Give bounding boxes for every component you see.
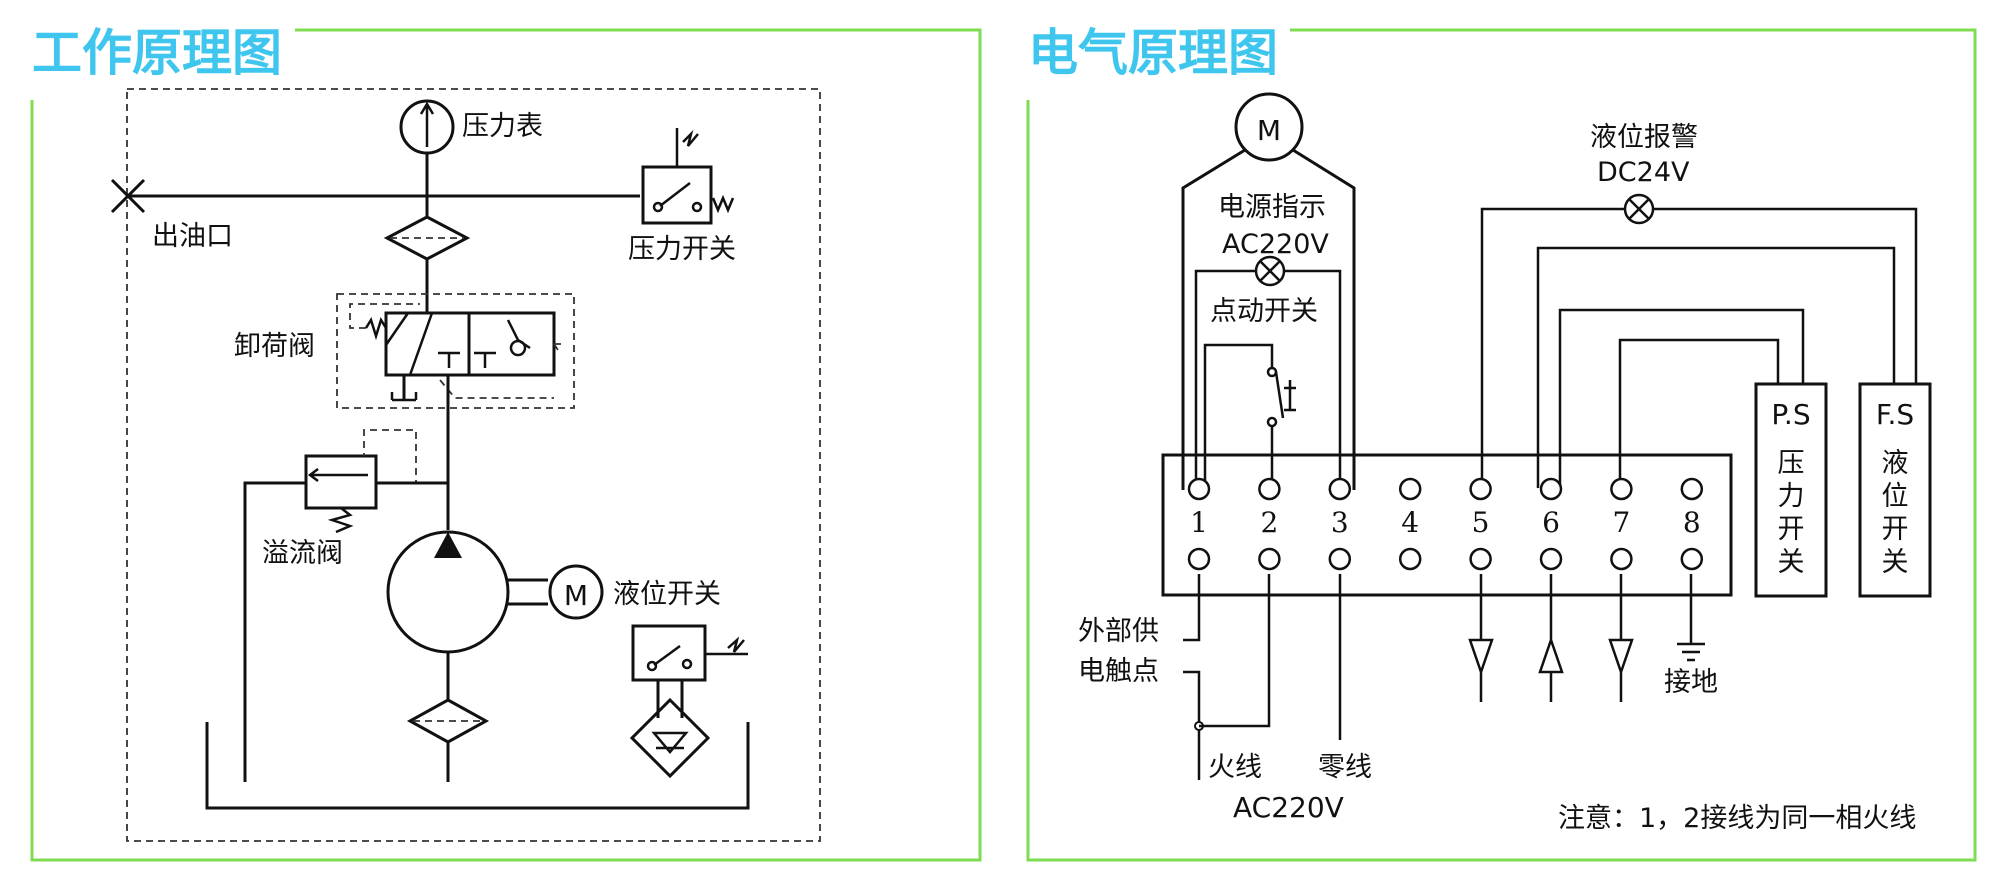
terminal-block [1161, 453, 1733, 597]
gauge-needle [419, 101, 435, 147]
terminal-screw [1539, 477, 1563, 501]
terminal-screw [1328, 547, 1352, 571]
terminal-screw [1680, 547, 1704, 571]
output-arrow-icon [1608, 574, 1634, 702]
pressure-gauge-label: 压力表 [462, 111, 543, 142]
terminal-number: 3 [1331, 506, 1349, 539]
terminal-number: 1 [1190, 506, 1208, 539]
hydraulic-frame [30, 28, 982, 862]
terminal-screw [1469, 477, 1492, 501]
motor-circle-icon [1234, 92, 1304, 162]
external-contact-lead [1183, 574, 1201, 642]
terminal-screw [1469, 547, 1492, 571]
jog-switch-label: 点动开关 [1210, 296, 1318, 327]
terminal-screw [1258, 547, 1281, 571]
terminal-number: 6 [1542, 506, 1560, 539]
ps-label-char: 压 [1778, 448, 1805, 479]
terminal-screw [1258, 477, 1281, 501]
ps-box [1754, 382, 1828, 598]
fs-label-char: 开 [1882, 514, 1909, 545]
motor-letter: M [564, 579, 588, 612]
power-lamp-icon [1254, 255, 1286, 287]
ps-label-char: 关 [1778, 547, 1805, 578]
terminal-number: 7 [1612, 506, 1630, 539]
unloading-valve-label: 卸荷阀 [234, 331, 315, 362]
level-switch-label: 液位开关 [613, 579, 721, 610]
wiring-note: 注意：1，2接线为同一相火线 [1558, 803, 1916, 834]
relief-valve-body [304, 454, 378, 510]
fs-label-char: 位 [1882, 481, 1909, 512]
electrical-frame [1026, 28, 1977, 862]
outlet-label: 出油口 [152, 221, 233, 252]
terminal-number: 8 [1683, 506, 1701, 539]
motor-lead-right [1292, 148, 1356, 490]
level-alarm-label: 液位报警 [1590, 122, 1698, 153]
ground-icon [1677, 574, 1705, 662]
electrical-panel: 电气原理图 M 电源指示 AC220V 点动开关 液位报警 DC24V [1026, 24, 1977, 862]
terminal-screw [1610, 477, 1633, 501]
level-alarm-voltage: DC24V [1597, 157, 1690, 188]
unloading-valve-boundary [336, 293, 575, 409]
relief-return-line [243, 481, 306, 782]
hydraulic-title: 工作原理图 [32, 24, 282, 82]
input-arrow-icon [1538, 574, 1564, 702]
fs-tag: F.S [1876, 398, 1914, 431]
ps-label-char: 力 [1778, 481, 1805, 512]
terminal-screw [1187, 547, 1211, 571]
terminal-screw [1539, 547, 1563, 571]
pump-arrow-icon [434, 532, 462, 558]
fs-label-char: 关 [1882, 547, 1909, 578]
external-contact-label-1: 外部供 [1078, 616, 1159, 647]
ps-label-char: 开 [1778, 514, 1805, 545]
electrical-title: 电气原理图 [1028, 24, 1278, 82]
supply-voltage-label: AC220V [1233, 791, 1344, 824]
terminal-number: 2 [1260, 506, 1278, 539]
terminal-screw [1398, 477, 1422, 501]
float-icon [629, 697, 711, 779]
pressure-switch-box [641, 165, 713, 225]
external-contact-label-2: 电触点 [1078, 656, 1159, 687]
terminal-number: 4 [1401, 506, 1419, 539]
neutral-label: 零线 [1318, 752, 1372, 783]
relief-valve-label: 溢流阀 [262, 538, 343, 569]
tank-boundary [126, 88, 821, 842]
fs-label-char: 液 [1882, 448, 1909, 479]
ps-tag: P.S [1771, 398, 1810, 431]
motor-icon [548, 564, 604, 620]
outlet-cross-icon [110, 178, 146, 214]
tank-icon [205, 722, 750, 810]
terminal-screw [1680, 477, 1704, 501]
power-indicator-voltage: AC220V [1222, 229, 1329, 260]
output-arrow-icon [1468, 574, 1494, 702]
fs-box [1858, 382, 1932, 598]
terminal-screw [1187, 477, 1211, 501]
live-label: 火线 [1208, 752, 1262, 783]
motor-lead-left [1181, 148, 1246, 490]
ps-label: 压 力 开 关 [1778, 448, 1805, 578]
fs-label: 液 位 开 关 [1882, 448, 1909, 578]
terminal-row: 1 2 3 4 5 6 7 8 [1187, 477, 1704, 571]
terminal-screw [1610, 547, 1633, 571]
terminal-number: 5 [1472, 506, 1490, 539]
hydraulic-panel: 工作原理图 压力表 出油口 压力开关 [30, 24, 982, 862]
ground-label: 接地 [1664, 667, 1718, 698]
electrical-motor-letter: M [1257, 114, 1281, 147]
power-indicator-label: 电源指示 [1218, 192, 1326, 223]
terminal-screw [1398, 547, 1422, 571]
terminal-screw [1328, 477, 1352, 501]
pressure-switch-label: 压力开关 [628, 234, 736, 265]
